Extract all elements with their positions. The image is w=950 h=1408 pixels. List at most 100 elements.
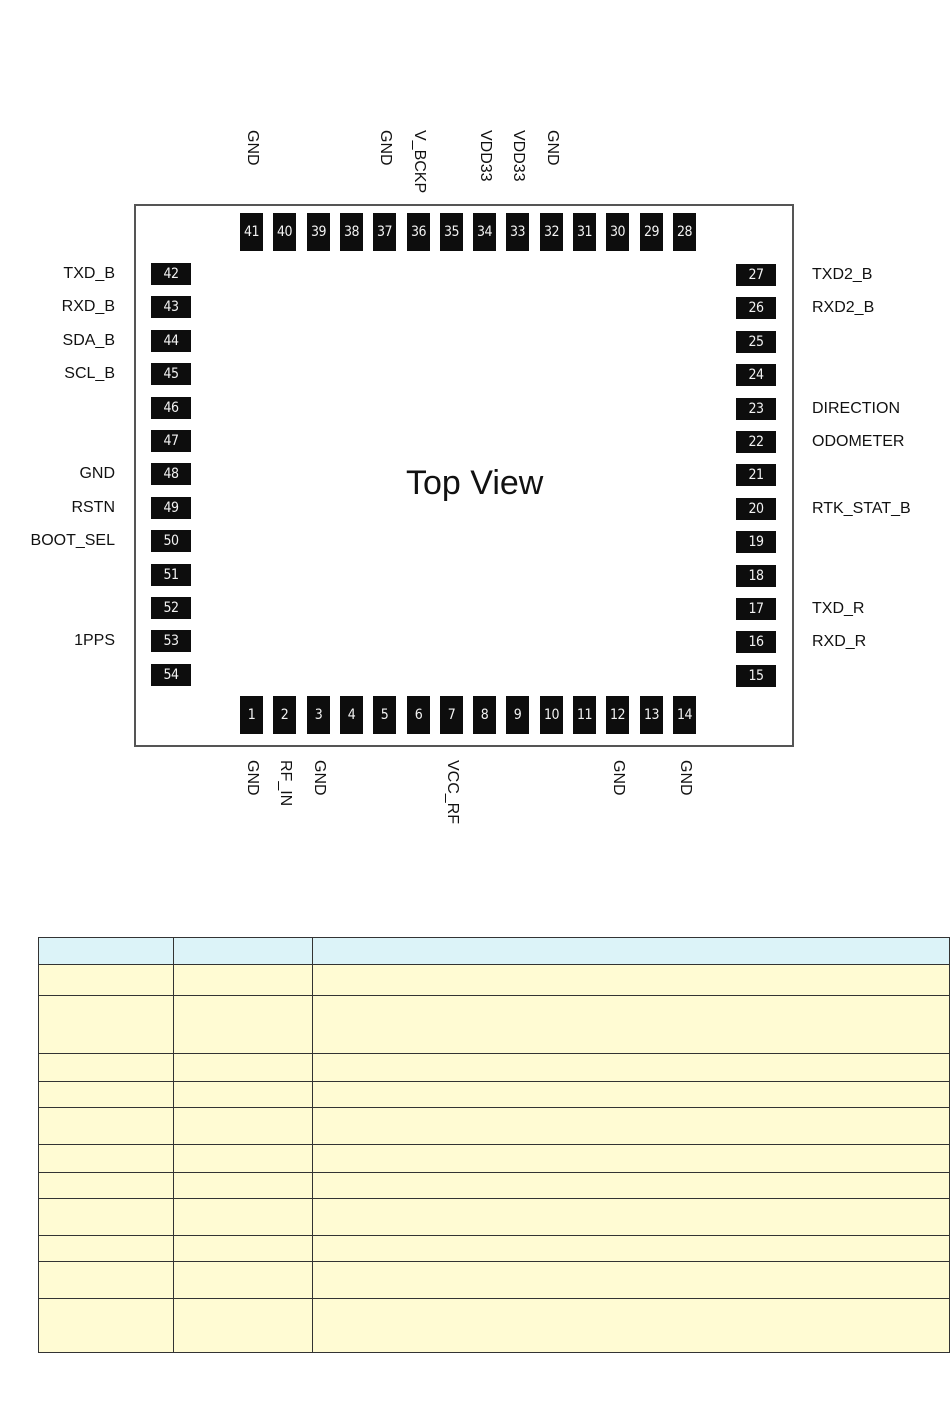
table-cell <box>38 1298 174 1353</box>
pin-label-36: V_BCKP <box>411 130 428 194</box>
pin-38: 38 <box>340 213 363 251</box>
pin-27: 27 <box>736 264 776 286</box>
table-cell <box>312 1261 950 1299</box>
pin-label-34: VDD33 <box>477 130 494 182</box>
pin-37: 37 <box>373 213 396 251</box>
table-row <box>38 1081 950 1108</box>
pin-20: 20 <box>736 498 776 520</box>
table-cell <box>38 1235 174 1262</box>
table-cell <box>38 1053 174 1082</box>
table-cell <box>173 964 313 996</box>
pin-6: 6 <box>407 696 430 734</box>
pin-24: 24 <box>736 364 776 386</box>
pin-23: 23 <box>736 398 776 420</box>
pin-12: 12 <box>606 696 629 734</box>
pin-4: 4 <box>340 696 363 734</box>
pin-label-27: TXD2_B <box>812 266 873 283</box>
pin-9: 9 <box>506 696 529 734</box>
pin-label-49: RSTN <box>71 499 115 516</box>
pin-36: 36 <box>407 213 430 251</box>
pin-label-7: VCC_RF <box>444 760 461 825</box>
table-cell <box>173 1081 313 1108</box>
table-cell <box>38 1261 174 1299</box>
pin-description-table <box>38 937 950 1353</box>
pin-53: 53 <box>151 630 191 652</box>
pin-29: 29 <box>640 213 663 251</box>
pin-10: 10 <box>540 696 563 734</box>
pin-52: 52 <box>151 597 191 619</box>
table-row <box>38 1235 950 1262</box>
pin-label-41: GND <box>244 130 261 166</box>
pin-30: 30 <box>606 213 629 251</box>
table-cell <box>173 1298 313 1353</box>
pin-8: 8 <box>473 696 496 734</box>
table-cell <box>38 1198 174 1236</box>
pin-26: 26 <box>736 297 776 319</box>
pin-48: 48 <box>151 463 191 485</box>
pin-label-3: GND <box>311 760 328 796</box>
table-cell <box>173 1053 313 1082</box>
table-cell <box>173 1198 313 1236</box>
pin-18: 18 <box>736 565 776 587</box>
pin-31: 31 <box>573 213 596 251</box>
pin-28: 28 <box>673 213 696 251</box>
table-cell <box>173 1172 313 1199</box>
pin-46: 46 <box>151 397 191 419</box>
table-row <box>38 1144 950 1173</box>
pin-label-50: BOOT_SEL <box>30 532 115 549</box>
table-header-cell <box>173 937 313 965</box>
pin-17: 17 <box>736 598 776 620</box>
pin-47: 47 <box>151 430 191 452</box>
pin-44: 44 <box>151 330 191 352</box>
pin-35: 35 <box>440 213 463 251</box>
pin-39: 39 <box>307 213 330 251</box>
pin-7: 7 <box>440 696 463 734</box>
table-row <box>38 995 950 1054</box>
pin-label-32: GND <box>544 130 561 166</box>
pin-43: 43 <box>151 296 191 318</box>
pin-21: 21 <box>736 464 776 486</box>
table-row <box>38 1298 950 1353</box>
pin-45: 45 <box>151 363 191 385</box>
pin-33: 33 <box>506 213 529 251</box>
pin-label-22: ODOMETER <box>812 433 905 450</box>
table-row <box>38 1198 950 1236</box>
pin-label-2: RF_IN <box>277 760 294 807</box>
pin-label-48: GND <box>79 465 115 482</box>
pin-15: 15 <box>736 665 776 687</box>
table-cell <box>38 1172 174 1199</box>
pin-label-20: RTK_STAT_B <box>812 500 911 517</box>
table-cell <box>173 1144 313 1173</box>
pin-34: 34 <box>473 213 496 251</box>
table-cell <box>312 995 950 1054</box>
pin-label-42: TXD_B <box>63 265 115 282</box>
pin-label-45: SCL_B <box>64 365 115 382</box>
pin-label-23: DIRECTION <box>812 400 900 417</box>
pin-1: 1 <box>240 696 263 734</box>
pin-13: 13 <box>640 696 663 734</box>
table-row <box>38 1107 950 1145</box>
table-cell <box>173 1235 313 1262</box>
table-row <box>38 1172 950 1199</box>
table-cell <box>173 995 313 1054</box>
pin-40: 40 <box>273 213 296 251</box>
pin-label-33: VDD33 <box>510 130 527 182</box>
pin-3: 3 <box>307 696 330 734</box>
pin-label-17: TXD_R <box>812 600 865 617</box>
pin-42: 42 <box>151 263 191 285</box>
pin-2: 2 <box>273 696 296 734</box>
pin-16: 16 <box>736 631 776 653</box>
table-header-cell <box>312 937 950 965</box>
pin-49: 49 <box>151 497 191 519</box>
table-cell <box>312 1172 950 1199</box>
pin-22: 22 <box>736 431 776 453</box>
pin-11: 11 <box>573 696 596 734</box>
table-cell <box>312 1298 950 1353</box>
pin-label-1: GND <box>244 760 261 796</box>
table-body <box>38 964 950 1353</box>
pin-32: 32 <box>540 213 563 251</box>
pin-54: 54 <box>151 664 191 686</box>
chip-outline <box>134 204 794 747</box>
table-row <box>38 964 950 996</box>
